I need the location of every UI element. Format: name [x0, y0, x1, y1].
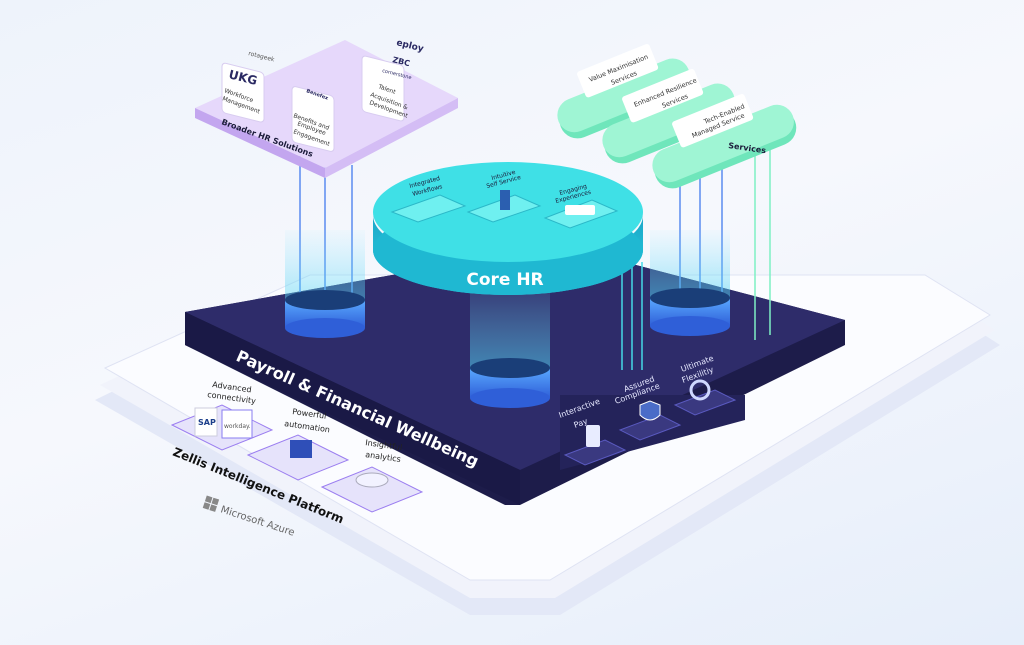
services-platform: Value Maximisation Services Enhanced Res…: [557, 44, 797, 189]
beam-cylinder-center: [470, 280, 550, 408]
microsoft-logo-icon: [202, 495, 220, 512]
beam-cylinder-left: [285, 230, 365, 338]
broader-hr-platform: UKG rotageek Workforce Management Benefe…: [195, 38, 458, 178]
logo-eploy: eploy: [395, 38, 424, 54]
logo-workday: workday.: [224, 423, 251, 430]
beam-cylinder-right: [650, 230, 730, 336]
refresh-icon: [689, 379, 711, 401]
core-hr-title: Core HR: [466, 270, 543, 290]
core-hr-disc: Integrated Workflows Intuitive Self Serv…: [373, 162, 643, 295]
logo-zbc: ZBC: [392, 55, 412, 68]
logo-sap: SAP: [198, 418, 216, 427]
logo-rotageek: rotageek: [248, 50, 276, 63]
interactive-pay-icon: [586, 425, 600, 447]
analytics-pie-icon: [355, 472, 389, 488]
shield-icon: [639, 400, 661, 421]
logo-ukg: UKG: [227, 67, 258, 88]
azure-label: Microsoft Azure: [219, 504, 296, 538]
automation-icon: [290, 440, 312, 458]
